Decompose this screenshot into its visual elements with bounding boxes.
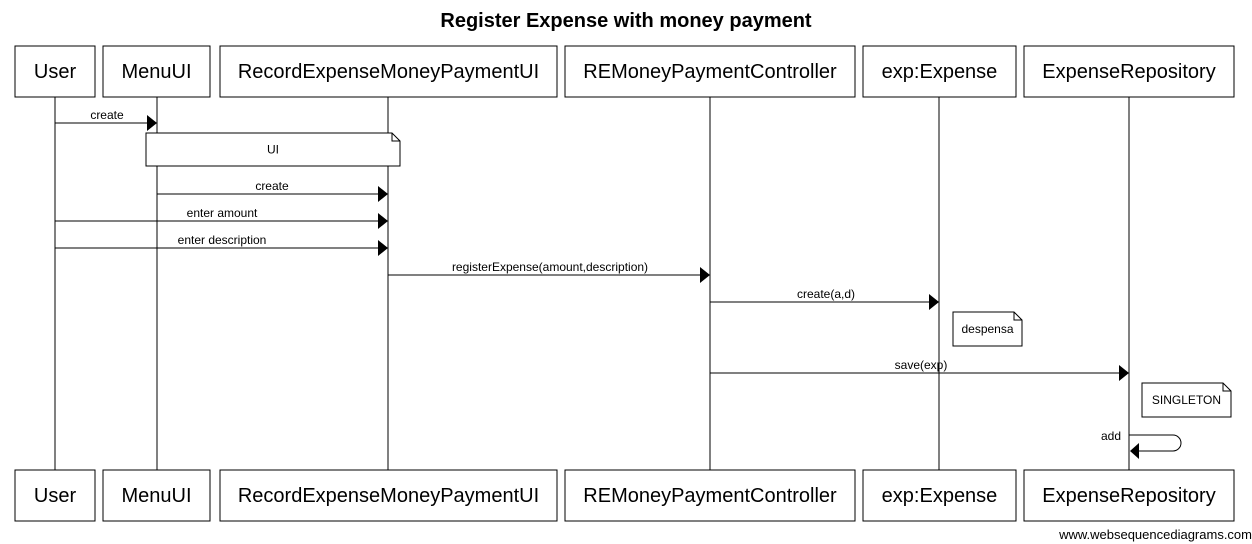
message-6: save(exp) bbox=[710, 358, 1129, 381]
message-label: create(a,d) bbox=[797, 287, 855, 301]
message-1: create bbox=[157, 179, 388, 202]
arrowhead bbox=[378, 213, 388, 229]
note-2: SINGLETON bbox=[1141, 382, 1232, 418]
participant-label: exp:Expense bbox=[882, 485, 998, 507]
participant-user-top: User bbox=[14, 45, 96, 98]
participant-label: MenuUI bbox=[121, 61, 191, 83]
participant-label: REMoneyPaymentController bbox=[583, 485, 837, 507]
arrowhead bbox=[1119, 365, 1129, 381]
participant-label: RecordExpenseMoneyPaymentUI bbox=[238, 485, 539, 507]
participant-label: REMoneyPaymentController bbox=[583, 61, 837, 83]
participant-label: MenuUI bbox=[121, 485, 191, 507]
note-0: UI bbox=[145, 132, 401, 167]
participant-label: exp:Expense bbox=[882, 61, 998, 83]
message-7: add bbox=[1101, 429, 1182, 459]
message-2: enter amount bbox=[55, 206, 388, 229]
note-text: despensa bbox=[961, 322, 1013, 336]
arrowhead bbox=[1130, 443, 1139, 459]
arrowhead bbox=[700, 267, 710, 283]
message-label: create bbox=[255, 179, 289, 193]
note-text: UI bbox=[267, 143, 279, 157]
participant-controller-bottom: REMoneyPaymentController bbox=[564, 469, 856, 522]
participant-recordui-top: RecordExpenseMoneyPaymentUI bbox=[219, 45, 558, 98]
participant-expense-top: exp:Expense bbox=[862, 45, 1017, 98]
message-label: registerExpense(amount,description) bbox=[452, 260, 648, 274]
participant-repository-bottom: ExpenseRepository bbox=[1023, 469, 1235, 522]
participant-user-bottom: User bbox=[14, 469, 96, 522]
arrowhead bbox=[378, 240, 388, 256]
note-text: SINGLETON bbox=[1152, 393, 1221, 407]
message-label: enter amount bbox=[187, 206, 258, 220]
participant-controller-top: REMoneyPaymentController bbox=[564, 45, 856, 98]
arrowhead bbox=[929, 294, 939, 310]
participant-label: User bbox=[34, 485, 77, 507]
message-4: registerExpense(amount,description) bbox=[388, 260, 710, 283]
participant-menuui-bottom: MenuUI bbox=[102, 469, 211, 522]
message-label: add bbox=[1101, 429, 1121, 443]
participant-label: ExpenseRepository bbox=[1042, 485, 1215, 507]
message-0: create bbox=[55, 108, 157, 131]
message-label: save(exp) bbox=[895, 358, 948, 372]
participant-label: ExpenseRepository bbox=[1042, 61, 1215, 83]
note-1: despensa bbox=[952, 311, 1023, 347]
participant-repository-top: ExpenseRepository bbox=[1023, 45, 1235, 98]
message-5: create(a,d) bbox=[710, 287, 939, 310]
arrowhead bbox=[147, 115, 157, 131]
participant-expense-bottom: exp:Expense bbox=[862, 469, 1017, 522]
arrowhead bbox=[378, 186, 388, 202]
participant-label: RecordExpenseMoneyPaymentUI bbox=[238, 61, 539, 83]
diagram-title: Register Expense with money payment bbox=[440, 10, 812, 32]
message-label: create bbox=[90, 108, 124, 122]
participant-menuui-top: MenuUI bbox=[102, 45, 211, 98]
message-label: enter description bbox=[178, 233, 267, 247]
watermark: www.websequencediagrams.com bbox=[1059, 527, 1252, 542]
participant-label: User bbox=[34, 61, 77, 83]
participant-recordui-bottom: RecordExpenseMoneyPaymentUI bbox=[219, 469, 558, 522]
message-3: enter description bbox=[55, 233, 388, 256]
